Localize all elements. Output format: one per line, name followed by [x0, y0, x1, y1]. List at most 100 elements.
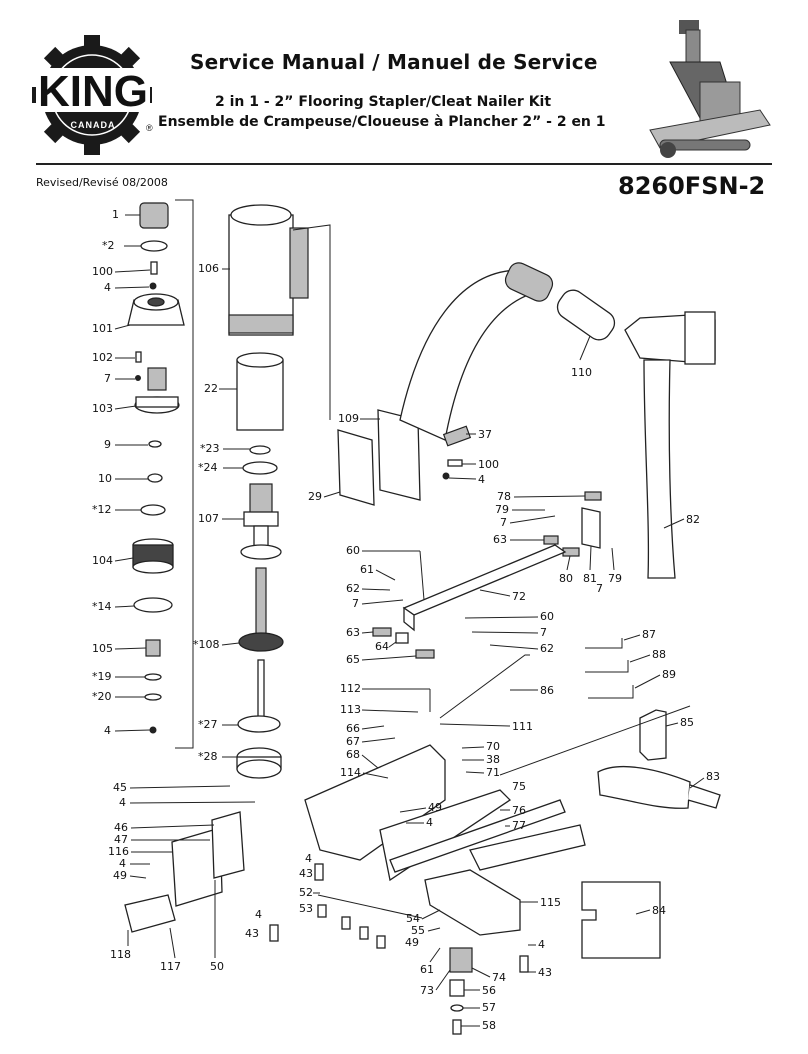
product-subtitle-french: Ensemble de Crampeuse/Cloueuse à Planche…	[158, 114, 606, 130]
guide-parts	[372, 491, 602, 659]
part-label: 49	[428, 801, 442, 814]
part-label: 4	[119, 857, 126, 870]
part-label: 114	[340, 766, 361, 779]
part-label: 72	[512, 590, 526, 603]
registered-mark: ®	[146, 123, 153, 133]
part-label: 57	[482, 1001, 496, 1014]
part-label: 118	[110, 948, 131, 961]
part-label: 38	[486, 753, 500, 766]
part-label: 83	[706, 770, 720, 783]
part-label: 1	[112, 208, 119, 221]
part-label: 110	[571, 366, 592, 379]
page-title: Service Manual / Manuel de Service	[190, 50, 598, 74]
part-label: 46	[114, 821, 128, 834]
part-label: 66	[346, 722, 360, 735]
part-label: 4	[305, 852, 312, 865]
part-label: 79	[608, 572, 622, 585]
part-label: 70	[486, 740, 500, 753]
header-divider	[36, 163, 772, 165]
brand-sub: CANADA	[71, 120, 116, 130]
part-label: 101	[92, 322, 113, 335]
part-label: 67	[346, 735, 360, 748]
part-label: 100	[478, 458, 499, 471]
part-label: 73	[420, 984, 434, 997]
product-photo	[649, 20, 771, 158]
part-label: 104	[92, 554, 113, 567]
part-label: 60	[540, 610, 554, 623]
part-label: 86	[540, 684, 554, 697]
part-label: 37	[478, 428, 492, 441]
part-label: 112	[340, 682, 361, 695]
part-label: 109	[338, 412, 359, 425]
part-label: 45	[113, 781, 127, 794]
part-label: 49	[405, 936, 419, 949]
handle-assembly	[337, 262, 616, 506]
revision-date: Revised/Revisé 08/2008	[36, 176, 168, 189]
part-label: *28	[198, 750, 218, 763]
hex-keys	[585, 638, 634, 699]
part-label: 82	[686, 513, 700, 526]
part-label: 117	[160, 960, 181, 973]
part-label: 58	[482, 1019, 496, 1032]
part-label: 87	[642, 628, 656, 641]
part-label: 75	[512, 780, 526, 793]
part-label: 102	[92, 351, 113, 364]
part-label: 7	[104, 372, 111, 385]
part-label: 29	[308, 490, 322, 503]
part-label: 43	[245, 927, 259, 940]
cylinder-assembly	[228, 204, 331, 779]
part-label: 4	[104, 724, 111, 737]
part-label: 43	[299, 867, 313, 880]
part-label: 50	[210, 960, 224, 973]
king-canada-logo: KING CANADA ®	[32, 35, 153, 155]
part-label: *108	[193, 638, 220, 651]
part-label: 4	[478, 473, 485, 486]
part-label: 84	[652, 904, 666, 917]
part-label: *23	[200, 442, 220, 455]
part-label: 4	[538, 938, 545, 951]
part-label: 61	[420, 963, 434, 976]
part-label: 78	[497, 490, 511, 503]
part-label: 63	[346, 626, 360, 639]
main-body	[124, 705, 691, 1035]
mallet	[624, 311, 716, 579]
part-label: 65	[346, 653, 360, 666]
part-label: 52	[299, 886, 313, 899]
part-label: 88	[652, 648, 666, 661]
part-label: 49	[113, 869, 127, 882]
part-label: 80	[559, 572, 573, 585]
part-label: 7	[540, 626, 547, 639]
part-label: 85	[680, 716, 694, 729]
part-label: 7	[500, 516, 507, 529]
product-subtitle-english: 2 in 1 - 2” Flooring Stapler/Cleat Naile…	[215, 94, 552, 110]
part-labels: 1 *2 100 4 101 102 7 103 9 10 *12 104 *1…	[92, 208, 720, 1032]
part-label: 68	[346, 748, 360, 761]
part-label: 89	[662, 668, 676, 681]
part-label: 60	[346, 544, 360, 557]
part-label: 79	[495, 503, 509, 516]
part-label: 107	[198, 512, 219, 525]
part-label: *24	[198, 461, 218, 474]
part-label: *27	[198, 718, 218, 731]
part-label: 56	[482, 984, 496, 997]
part-label: 116	[108, 845, 129, 858]
part-label: *12	[92, 503, 112, 516]
part-label: 4	[104, 281, 111, 294]
part-label: 4	[119, 796, 126, 809]
part-label: 111	[512, 720, 533, 733]
part-label: 103	[92, 402, 113, 415]
part-label: 113	[340, 703, 361, 716]
part-label: 115	[540, 896, 561, 909]
part-label: 106	[198, 262, 219, 275]
part-label: 47	[114, 833, 128, 846]
part-label: 76	[512, 804, 526, 817]
part-label: *19	[92, 670, 112, 683]
part-label: 63	[493, 533, 507, 546]
part-label: 7	[352, 597, 359, 610]
part-label: 22	[204, 382, 218, 395]
part-label: 77	[512, 819, 526, 832]
part-label: 64	[375, 640, 389, 653]
brand-name: KING	[38, 67, 148, 116]
part-label: 4	[426, 816, 433, 829]
